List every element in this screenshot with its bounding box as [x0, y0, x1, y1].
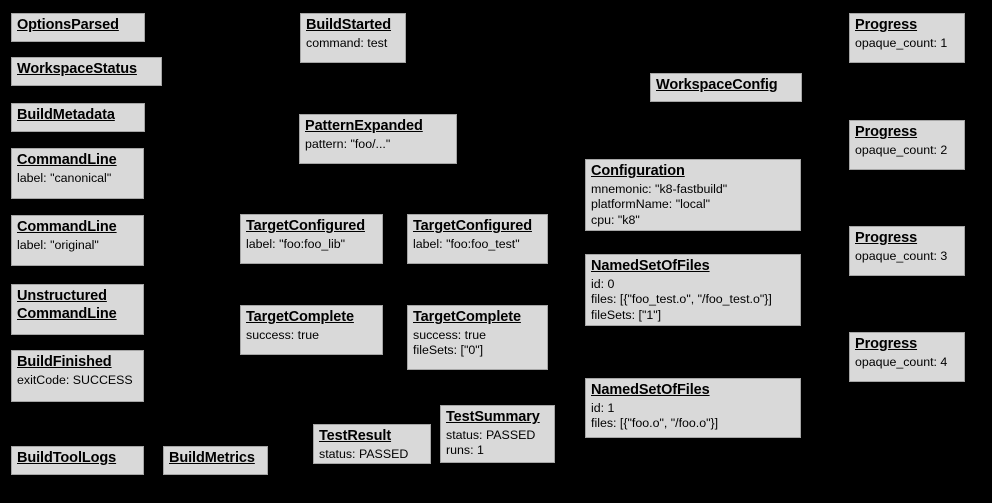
node-fields: exitCode: SUCCESS	[17, 373, 138, 389]
node-target-complete-foo-lib[interactable]: TargetComplete success: true	[240, 305, 383, 355]
node-title: TestResult	[319, 428, 392, 444]
node-target-configured-foo-test[interactable]: TargetConfigured label: "foo:foo_test"	[407, 214, 548, 264]
node-configuration[interactable]: Configuration mnemonic: "k8-fastbuild"pla…	[585, 159, 801, 231]
node-title: BuildToolLogs	[17, 450, 117, 466]
node-unstructured-command-line[interactable]: Unstructured CommandLine	[11, 284, 144, 335]
node-fields: opaque_count: 3	[855, 249, 959, 265]
node-title: BuildMetadata	[17, 107, 115, 123]
node-fields: pattern: "foo/..."	[305, 137, 451, 153]
node-title: Progress	[855, 230, 918, 246]
node-title: TargetComplete	[246, 309, 354, 325]
node-build-tool-logs[interactable]: BuildToolLogs	[11, 446, 144, 475]
node-field: opaque_count: 2	[855, 142, 948, 157]
node-progress-2[interactable]: Progress opaque_count: 2	[849, 120, 965, 170]
node-field: label: "foo:foo_test"	[413, 236, 520, 251]
node-command-line-canonical[interactable]: CommandLine label: "canonical"	[11, 148, 144, 199]
node-title: BuildFinished	[17, 354, 112, 370]
node-build-started[interactable]: BuildStarted command: test	[300, 13, 406, 63]
node-build-metadata[interactable]: BuildMetadata	[11, 103, 145, 132]
node-title: WorkspaceConfig	[656, 77, 778, 93]
node-fields: command: test	[306, 36, 400, 52]
node-target-configured-foo-lib[interactable]: TargetConfigured label: "foo:foo_lib"	[240, 214, 383, 264]
node-field: cpu: "k8"	[591, 212, 640, 227]
node-fields: label: "canonical"	[17, 171, 138, 187]
node-progress-1[interactable]: Progress opaque_count: 1	[849, 13, 965, 63]
node-field: label: "original"	[17, 237, 99, 252]
node-field: id: 1	[591, 400, 615, 415]
node-fields: status: PASSED	[319, 447, 425, 463]
node-field: label: "canonical"	[17, 170, 112, 185]
node-title: TargetConfigured	[413, 218, 532, 234]
node-field: status: PASSED	[446, 427, 536, 442]
node-pattern-expanded[interactable]: PatternExpanded pattern: "foo/..."	[299, 114, 457, 164]
node-field: opaque_count: 4	[855, 354, 948, 369]
node-field: fileSets: ["0"]	[413, 343, 484, 358]
node-title: TargetComplete	[413, 309, 521, 325]
node-title: Configuration	[591, 163, 685, 179]
node-title: PatternExpanded	[305, 118, 423, 134]
node-field: opaque_count: 1	[855, 35, 948, 50]
node-title: CommandLine	[17, 152, 117, 168]
node-field: fileSets: ["1"]	[591, 307, 662, 322]
node-field: id: 0	[591, 276, 615, 291]
node-fields: label: "foo:foo_lib"	[246, 237, 377, 253]
node-field: pattern: "foo/..."	[305, 136, 391, 151]
node-field: runs: 1	[446, 443, 484, 458]
node-fields: label: "original"	[17, 238, 138, 254]
node-title: Progress	[855, 124, 918, 140]
node-title: Progress	[855, 336, 918, 352]
node-build-finished[interactable]: BuildFinished exitCode: SUCCESS	[11, 350, 144, 402]
node-field: opaque_count: 3	[855, 248, 948, 263]
node-field: success: true	[246, 327, 319, 342]
node-fields: success: true	[246, 328, 377, 344]
node-title: Progress	[855, 17, 918, 33]
node-build-metrics[interactable]: BuildMetrics	[163, 446, 268, 475]
node-title: WorkspaceStatus	[17, 61, 137, 77]
node-fields: opaque_count: 2	[855, 143, 959, 159]
node-field: command: test	[306, 35, 388, 50]
node-command-line-original[interactable]: CommandLine label: "original"	[11, 215, 144, 266]
node-progress-4[interactable]: Progress opaque_count: 4	[849, 332, 965, 382]
node-title: TestSummary	[446, 409, 540, 425]
node-title: TargetConfigured	[246, 218, 365, 234]
node-field: status: PASSED	[319, 446, 409, 461]
node-progress-3[interactable]: Progress opaque_count: 3	[849, 226, 965, 276]
node-field: success: true	[413, 327, 486, 342]
node-title: OptionsParsed	[17, 17, 119, 33]
node-workspace-config[interactable]: WorkspaceConfig	[650, 73, 802, 102]
node-field: files: [{"foo_test.o", "/foo_test.o"}]	[591, 292, 772, 307]
node-title: CommandLine	[17, 219, 117, 235]
node-fields: mnemonic: "k8-fastbuild"platformName: "l…	[591, 182, 795, 229]
node-title: BuildMetrics	[169, 450, 255, 466]
node-field: platformName: "local"	[591, 197, 710, 212]
node-fields: opaque_count: 4	[855, 355, 959, 371]
node-options-parsed[interactable]: OptionsParsed	[11, 13, 145, 42]
node-field: label: "foo:foo_lib"	[246, 236, 346, 251]
node-fields: opaque_count: 1	[855, 36, 959, 52]
node-field: exitCode: SUCCESS	[17, 372, 133, 387]
node-fields: label: "foo:foo_test"	[413, 237, 542, 253]
node-field: mnemonic: "k8-fastbuild"	[591, 181, 728, 196]
node-workspace-status[interactable]: WorkspaceStatus	[11, 57, 162, 86]
node-field: files: [{"foo.o", "/foo.o"}]	[591, 416, 719, 431]
node-title: Unstructured CommandLine	[17, 288, 117, 322]
node-title: NamedSetOfFiles	[591, 382, 710, 398]
node-test-result[interactable]: TestResult status: PASSED	[313, 424, 431, 464]
node-title: NamedSetOfFiles	[591, 258, 710, 274]
node-title: BuildStarted	[306, 17, 392, 33]
